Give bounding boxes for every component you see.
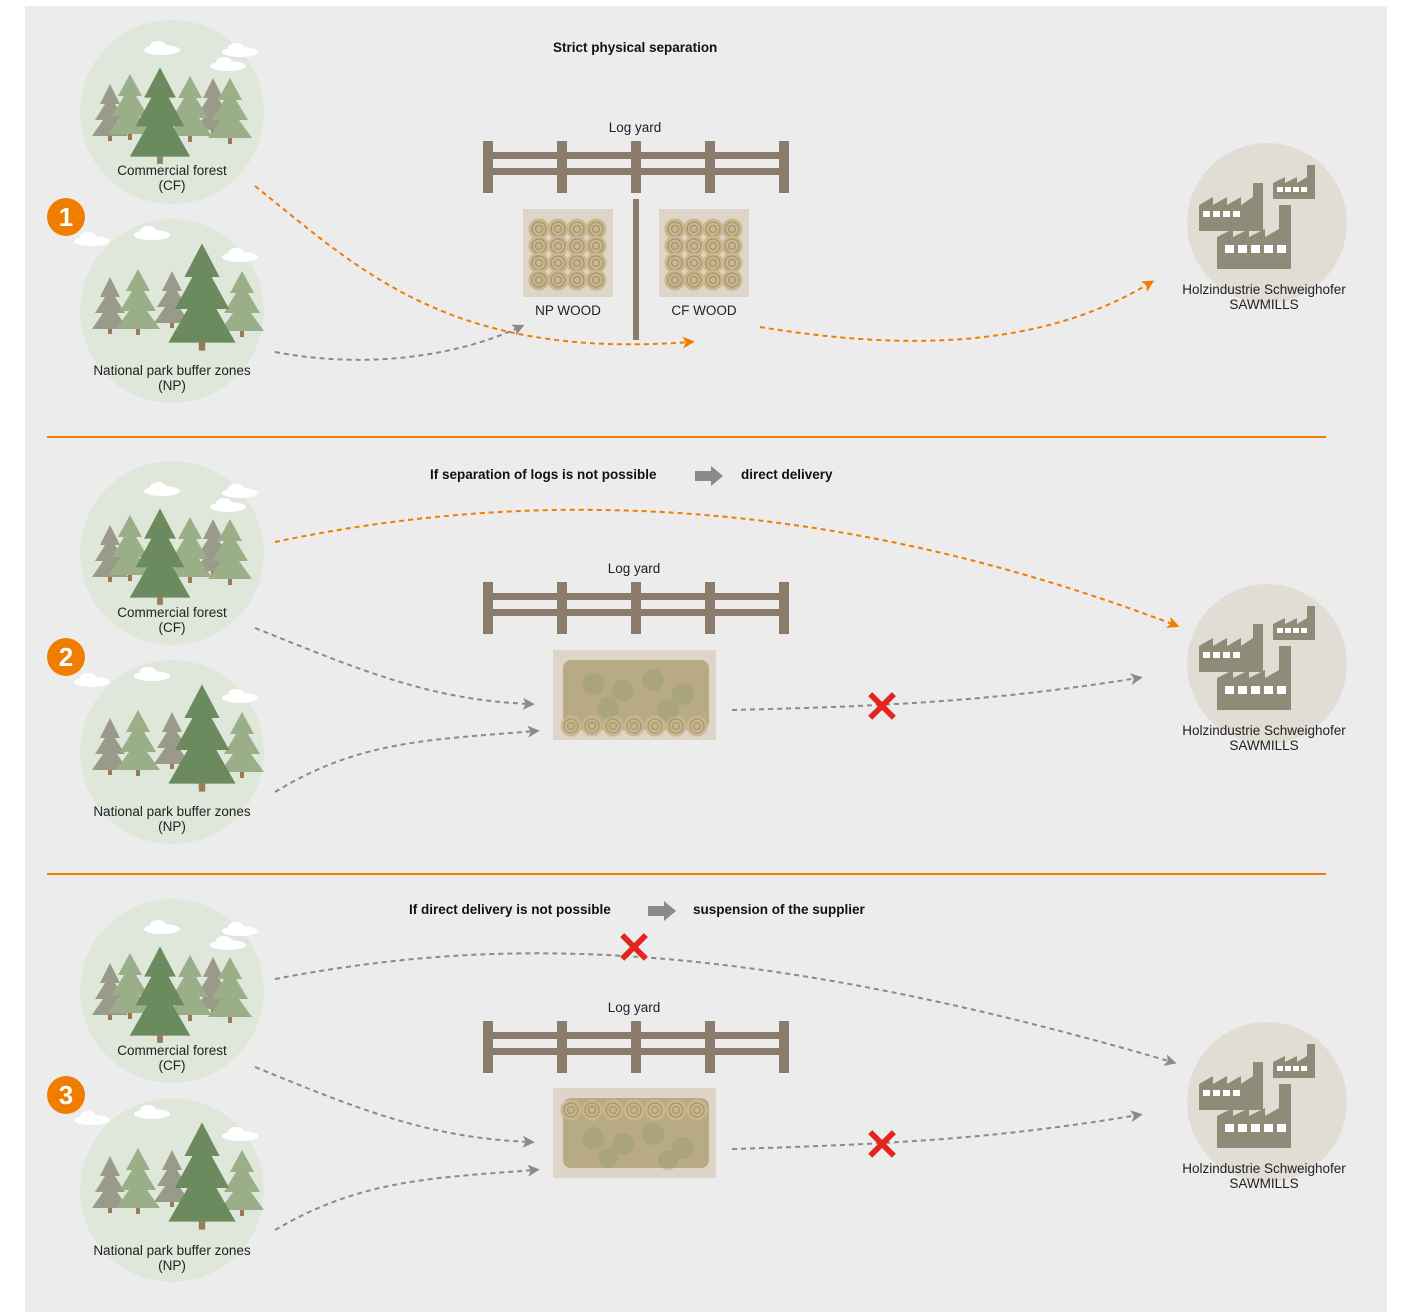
commercial-forest-icon: [80, 461, 264, 645]
section-divider-1: [47, 436, 1326, 438]
log-yard-label: Log yard: [608, 120, 662, 135]
sawmill-name: Holzindustrie Schweighofer: [1182, 1161, 1346, 1176]
section3-condition: If direct delivery is not possible: [409, 902, 611, 917]
step-badge-3: 3: [47, 1076, 85, 1114]
np-name: National park buffer zones: [93, 1243, 251, 1258]
fence-icon: [483, 141, 789, 193]
np-abbrev: (NP): [158, 819, 186, 834]
log-yard-label: Log yard: [607, 1000, 661, 1015]
section-divider-2: [47, 873, 1326, 875]
yard-to-sawmill-blocked-arrow: [731, 1110, 1143, 1150]
cf-name: Commercial forest: [117, 605, 227, 620]
cf-to-yard-arrow: [254, 627, 535, 710]
cf-name: Commercial forest: [117, 1043, 227, 1058]
section2-consequence: direct delivery: [741, 467, 833, 482]
national-park-label: National park buffer zones (NP): [70, 804, 274, 834]
x-mark-icon: ✕: [863, 1121, 901, 1170]
fence-icon: [483, 1021, 789, 1073]
cf-to-yard-arrow: [254, 1066, 535, 1148]
commercial-forest-label: Commercial forest (CF): [80, 163, 264, 193]
section1-heading: Strict physical separation: [553, 40, 718, 55]
cf-direct-delivery-blocked-arrow: [274, 952, 1177, 1066]
yard-to-sawmill-blocked-arrow: [731, 673, 1143, 711]
np-abbrev: (NP): [158, 1258, 186, 1273]
sawmill-type: SAWMILLS: [1229, 297, 1299, 312]
cf-wood-pile-icon: [659, 209, 749, 297]
commercial-forest-label: Commercial forest (CF): [80, 1043, 264, 1073]
pile-separator: [633, 199, 639, 340]
national-park-forest-icon: [74, 219, 264, 403]
np-wood-label: NP WOOD: [535, 303, 601, 318]
log-yard-label: Log yard: [607, 561, 661, 576]
sawmill-factory-icon: [1187, 1022, 1347, 1182]
sawmill-name: Holzindustrie Schweighofer: [1182, 282, 1346, 297]
np-name: National park buffer zones: [93, 804, 251, 819]
commercial-forest-icon: [80, 899, 264, 1083]
fence-icon: [483, 582, 789, 634]
sawmill-label: Holzindustrie Schweighofer SAWMILLS: [1154, 282, 1374, 312]
implies-arrow-icon: [648, 901, 676, 921]
section2-condition: If separation of logs is not possible: [430, 467, 657, 482]
national-park-forest-icon: [74, 660, 264, 844]
cf-direct-delivery-arrow: [274, 508, 1180, 629]
national-park-forest-icon: [74, 1098, 264, 1282]
sawmill-name: Holzindustrie Schweighofer: [1182, 723, 1346, 738]
national-park-label: National park buffer zones (NP): [70, 363, 274, 393]
x-mark-icon: ✕: [615, 924, 653, 973]
sawmill-factory-icon: [1187, 143, 1347, 303]
commercial-forest-label: Commercial forest (CF): [80, 605, 264, 635]
cf-abbrev: (CF): [158, 620, 186, 635]
np-abbrev: (NP): [158, 378, 186, 393]
section3-consequence: suspension of the supplier: [693, 902, 865, 917]
commercial-forest-icon: [80, 20, 264, 204]
np-to-yard-arrow: [274, 725, 540, 793]
np-name: National park buffer zones: [93, 363, 251, 378]
cf-abbrev: (CF): [158, 1058, 186, 1073]
cf-wood-to-sawmill-arrow: [759, 280, 1155, 342]
cf-wood-label: CF WOOD: [671, 303, 737, 318]
national-park-label: National park buffer zones (NP): [70, 1243, 274, 1273]
x-mark-icon: ✕: [863, 683, 901, 732]
mixed-log-pile-icon: [553, 650, 716, 740]
sawmill-type: SAWMILLS: [1229, 1176, 1299, 1191]
mixed-log-pile-icon: [553, 1088, 716, 1178]
sawmill-factory-icon: [1187, 584, 1347, 744]
implies-arrow-icon: [695, 466, 723, 486]
cf-name: Commercial forest: [117, 163, 227, 178]
sawmill-type: SAWMILLS: [1229, 738, 1299, 753]
np-wood-pile-icon: [523, 209, 613, 297]
sawmill-label: Holzindustrie Schweighofer SAWMILLS: [1154, 1161, 1374, 1191]
step-badge-2: 2: [47, 638, 85, 676]
np-to-yard-arrow: [274, 1164, 540, 1231]
cf-to-cf-wood-arrow: [254, 185, 695, 349]
cf-abbrev: (CF): [158, 178, 186, 193]
step-badge-1: 1: [47, 198, 85, 236]
np-to-np-wood-arrow: [274, 324, 525, 361]
sawmill-label: Holzindustrie Schweighofer SAWMILLS: [1154, 723, 1374, 753]
